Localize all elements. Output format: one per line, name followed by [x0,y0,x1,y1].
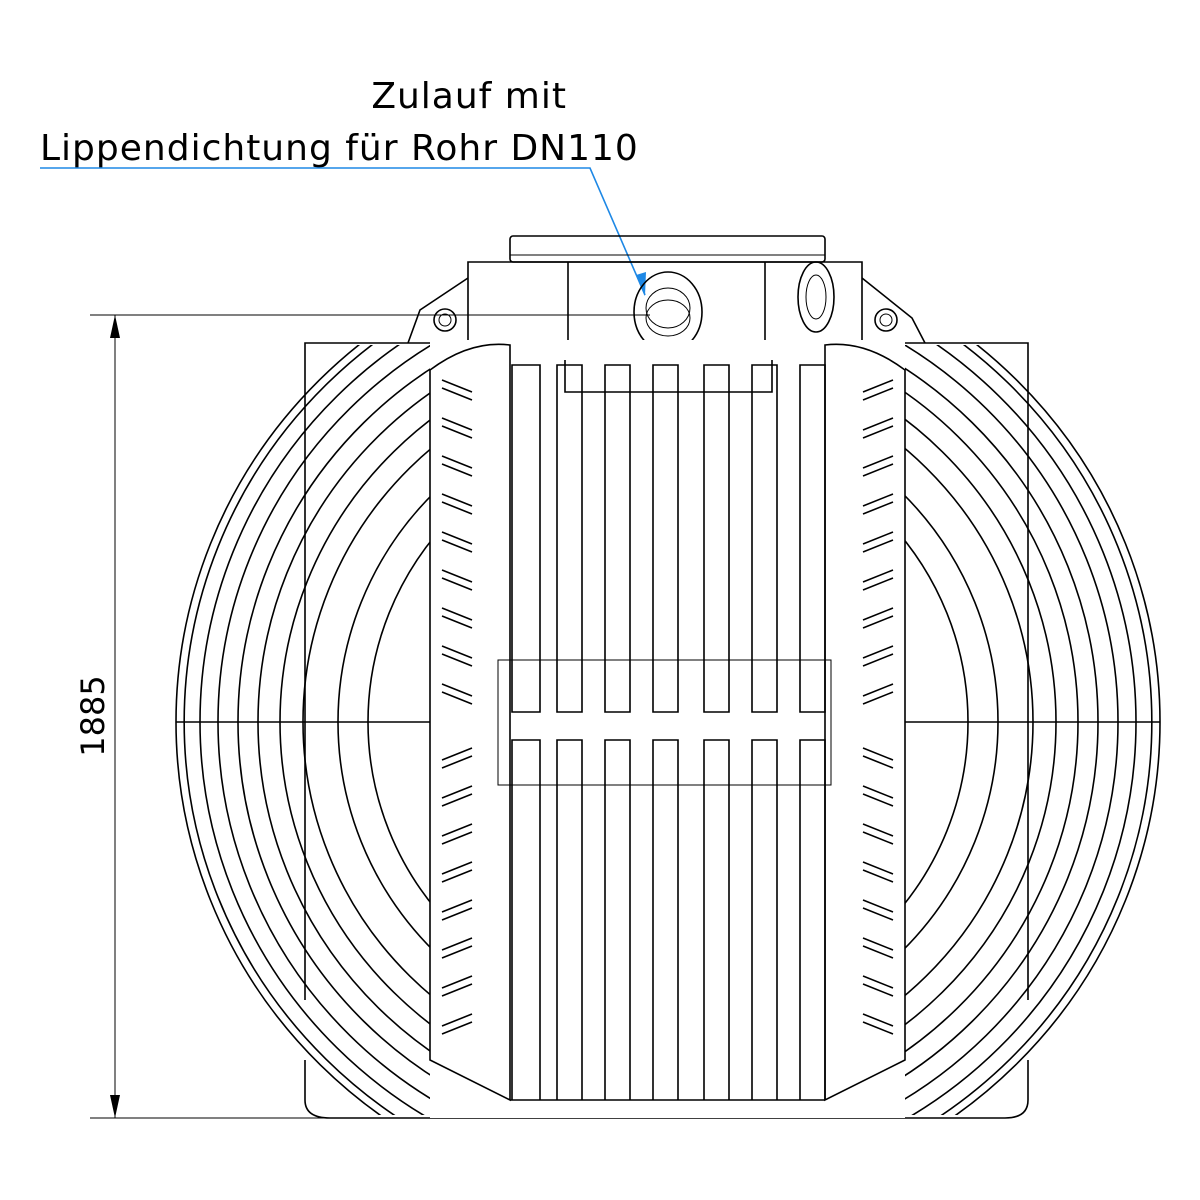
slot-left [441,861,473,883]
slot-left [441,569,473,591]
slot-left [441,899,473,921]
annotation-line-1: Zulauf mit [371,76,567,117]
core-background [430,340,905,1118]
slot-right [862,493,894,515]
slot-right [862,417,894,439]
rib-lower [751,739,778,1100]
slot-left [441,937,473,959]
rib-lower [703,739,730,1100]
slot-left [441,493,473,515]
slot-left [441,607,473,629]
slot-right [862,379,894,401]
slot-right [862,785,894,807]
slot-right [862,861,894,883]
slot-left [441,785,473,807]
slot-left [441,747,473,769]
rib-lower [799,739,826,1100]
slot-left [441,531,473,553]
side-panel-right [824,343,906,1102]
height-dimension-label: 1885 [74,675,112,756]
slot-right [862,645,894,667]
slot-left [441,455,473,477]
slot-left [441,1013,473,1035]
rib-upper [604,364,631,713]
rib-upper [511,364,541,713]
rib-lower [511,739,541,1100]
rib-upper [556,364,583,713]
annotation-line-2: Lippendichtung für Rohr DN110 [40,128,639,169]
slot-left [441,683,473,705]
rib-lower [652,739,679,1100]
slot-right [862,1013,894,1035]
slot-right [862,531,894,553]
slot-right [862,569,894,591]
rib-upper [751,364,778,713]
slot-left [441,379,473,401]
tank-core [429,340,906,1118]
slot-right [862,937,894,959]
slot-right [862,899,894,921]
slot-left [441,823,473,845]
rib-upper [652,364,679,713]
slot-right [862,823,894,845]
slot-right [862,975,894,997]
slot-right [862,455,894,477]
slot-right [862,747,894,769]
slot-right [862,607,894,629]
slot-left [441,645,473,667]
side-panel-left [429,343,511,1102]
slot-right [862,683,894,705]
slot-left [441,975,473,997]
rib-lower [556,739,583,1100]
inlet-port [633,271,703,353]
rib-lower [604,739,631,1100]
slot-left [441,417,473,439]
rib-upper [703,364,730,713]
core-top-lip [564,360,773,393]
rib-upper [799,364,826,713]
leader-line [40,167,646,296]
center-band [497,659,832,786]
